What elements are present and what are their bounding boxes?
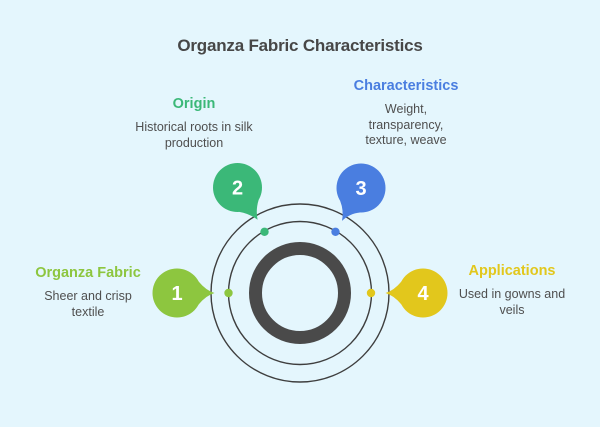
bubble-4-circle <box>398 268 448 318</box>
bubble-1-tail <box>198 281 215 305</box>
label-group-characteristics: Characteristics Weight, transparency, te… <box>353 78 459 148</box>
label-group-organza-fabric: Organza Fabric Sheer and crisp textile <box>32 265 144 320</box>
bubble-1-number: 1 <box>171 283 182 305</box>
bubble-2-circle <box>213 163 262 212</box>
outer-orbit-circle <box>210 203 390 383</box>
label-group-description: Used in gowns and veils <box>458 287 566 317</box>
marker-dot-1 <box>224 288 233 298</box>
marker-dot-2 <box>260 227 269 236</box>
step-bubble-4: 4 <box>385 268 448 318</box>
label-group-applications: Applications Used in gowns and veils <box>452 263 572 318</box>
step-bubble-3: 3 <box>336 163 386 221</box>
bubble-2-number: 2 <box>232 178 243 200</box>
label-group-heading: Characteristics <box>353 78 459 94</box>
marker-dot-4 <box>366 288 376 298</box>
label-group-description: Historical roots in silk production <box>135 120 253 150</box>
label-group-description: Weight, transparency, texture, weave <box>365 102 447 147</box>
bubble-4-tail <box>385 281 402 305</box>
label-group-heading: Organza Fabric <box>35 265 141 281</box>
label-group-heading: Origin <box>172 96 216 112</box>
marker-dot-3 <box>331 227 340 236</box>
label-group-origin: Origin Historical roots in silk producti… <box>134 96 254 151</box>
bubble-3-circle <box>336 163 386 213</box>
label-group-heading: Applications <box>468 263 556 279</box>
center-ring <box>249 242 351 344</box>
bubble-3-number: 3 <box>355 178 366 200</box>
page-title: Organza Fabric Characteristics <box>177 36 423 55</box>
bubble-4-number: 4 <box>417 283 429 305</box>
step-bubble-2: 2 <box>213 163 262 220</box>
bubble-1-circle <box>152 268 202 318</box>
label-group-description: Sheer and crisp textile <box>44 289 132 319</box>
step-bubble-1: 1 <box>152 268 215 318</box>
